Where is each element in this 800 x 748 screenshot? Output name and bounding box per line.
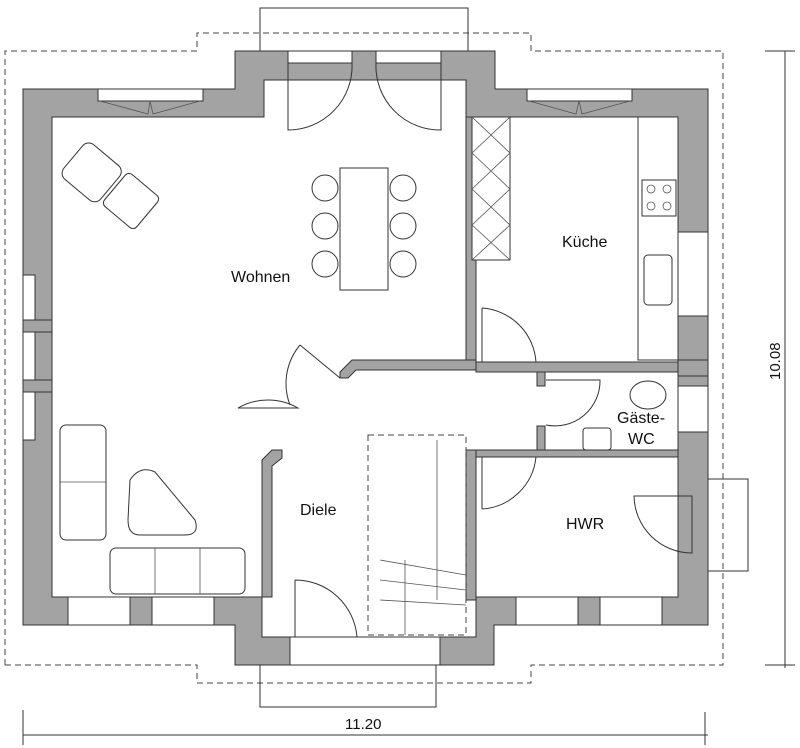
dining-set: [311, 167, 417, 291]
room-label-gaeste-line2: WC: [628, 431, 655, 448]
room-label-gaeste-line1: Gäste-: [617, 410, 665, 427]
entrance-canopy: [259, 664, 437, 708]
dimension-depth: 10.08: [765, 50, 795, 668]
wc-fixtures: [582, 380, 667, 451]
room-label-kueche: Küche: [562, 234, 607, 251]
room-label-hwr: HWR: [566, 516, 604, 533]
room-label-wohnen: Wohnen: [231, 269, 290, 286]
living-furniture: [59, 142, 246, 595]
side-entrance-canopy: [707, 478, 749, 572]
staircase: [367, 434, 467, 636]
width-dimension-text: 11.20: [345, 716, 381, 733]
windows: [22, 50, 709, 666]
dimension-width: 11.20: [22, 710, 708, 745]
depth-dimension-text: 10.08: [767, 342, 784, 380]
doors: [237, 62, 693, 638]
interior-walls: [22, 116, 709, 601]
terrace-outline: [259, 7, 469, 52]
room-label-diele: Diele: [300, 502, 337, 519]
kitchen-counter: [637, 116, 679, 361]
roof-outline: [4, 32, 724, 684]
shelves: [471, 116, 511, 261]
